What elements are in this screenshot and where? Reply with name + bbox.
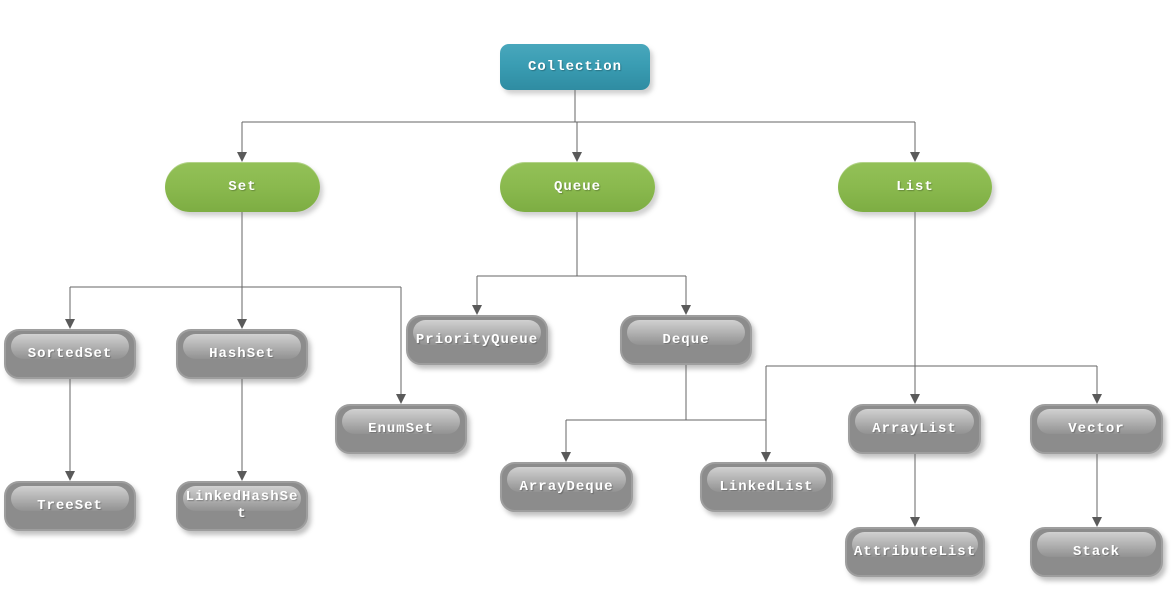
node-list: List bbox=[838, 162, 992, 212]
node-stack: Stack bbox=[1030, 527, 1163, 577]
node-priorityqueue: PriorityQueue bbox=[406, 315, 548, 365]
node-priorityqueue-label: PriorityQueue bbox=[415, 332, 539, 348]
node-attributelist-label: AttributeList bbox=[853, 544, 977, 560]
node-stack-label: Stack bbox=[1072, 544, 1120, 560]
node-sortedset: SortedSet bbox=[4, 329, 136, 379]
node-list-label: List bbox=[896, 179, 934, 195]
node-treeset: TreeSet bbox=[4, 481, 136, 531]
node-queue-label: Queue bbox=[553, 179, 601, 195]
node-set: Set bbox=[165, 162, 320, 212]
node-linkedlist: LinkedList bbox=[700, 462, 833, 512]
node-linkedhashset: LinkedHashSet bbox=[176, 481, 308, 531]
node-linkedhashset-label: LinkedHashSet bbox=[185, 489, 299, 522]
node-arraydeque: ArrayDeque bbox=[500, 462, 633, 512]
node-deque-label: Deque bbox=[662, 332, 710, 348]
node-queue: Queue bbox=[500, 162, 655, 212]
node-treeset-label: TreeSet bbox=[37, 498, 103, 514]
node-hashset-label: HashSet bbox=[209, 346, 275, 362]
node-enumset: EnumSet bbox=[335, 404, 467, 454]
node-arraylist-label: ArrayList bbox=[872, 421, 957, 437]
node-linkedlist-label: LinkedList bbox=[719, 479, 814, 495]
node-vector-label: Vector bbox=[1068, 421, 1125, 437]
node-enumset-label: EnumSet bbox=[368, 421, 434, 437]
node-arraylist: ArrayList bbox=[848, 404, 981, 454]
node-arraydeque-label: ArrayDeque bbox=[519, 479, 614, 495]
node-set-label: Set bbox=[228, 179, 257, 195]
node-attributelist: AttributeList bbox=[845, 527, 985, 577]
node-deque: Deque bbox=[620, 315, 752, 365]
node-collection: Collection bbox=[500, 44, 650, 90]
node-vector: Vector bbox=[1030, 404, 1163, 454]
node-sortedset-label: SortedSet bbox=[27, 346, 113, 362]
node-hashset: HashSet bbox=[176, 329, 308, 379]
node-collection-label: Collection bbox=[527, 59, 622, 75]
